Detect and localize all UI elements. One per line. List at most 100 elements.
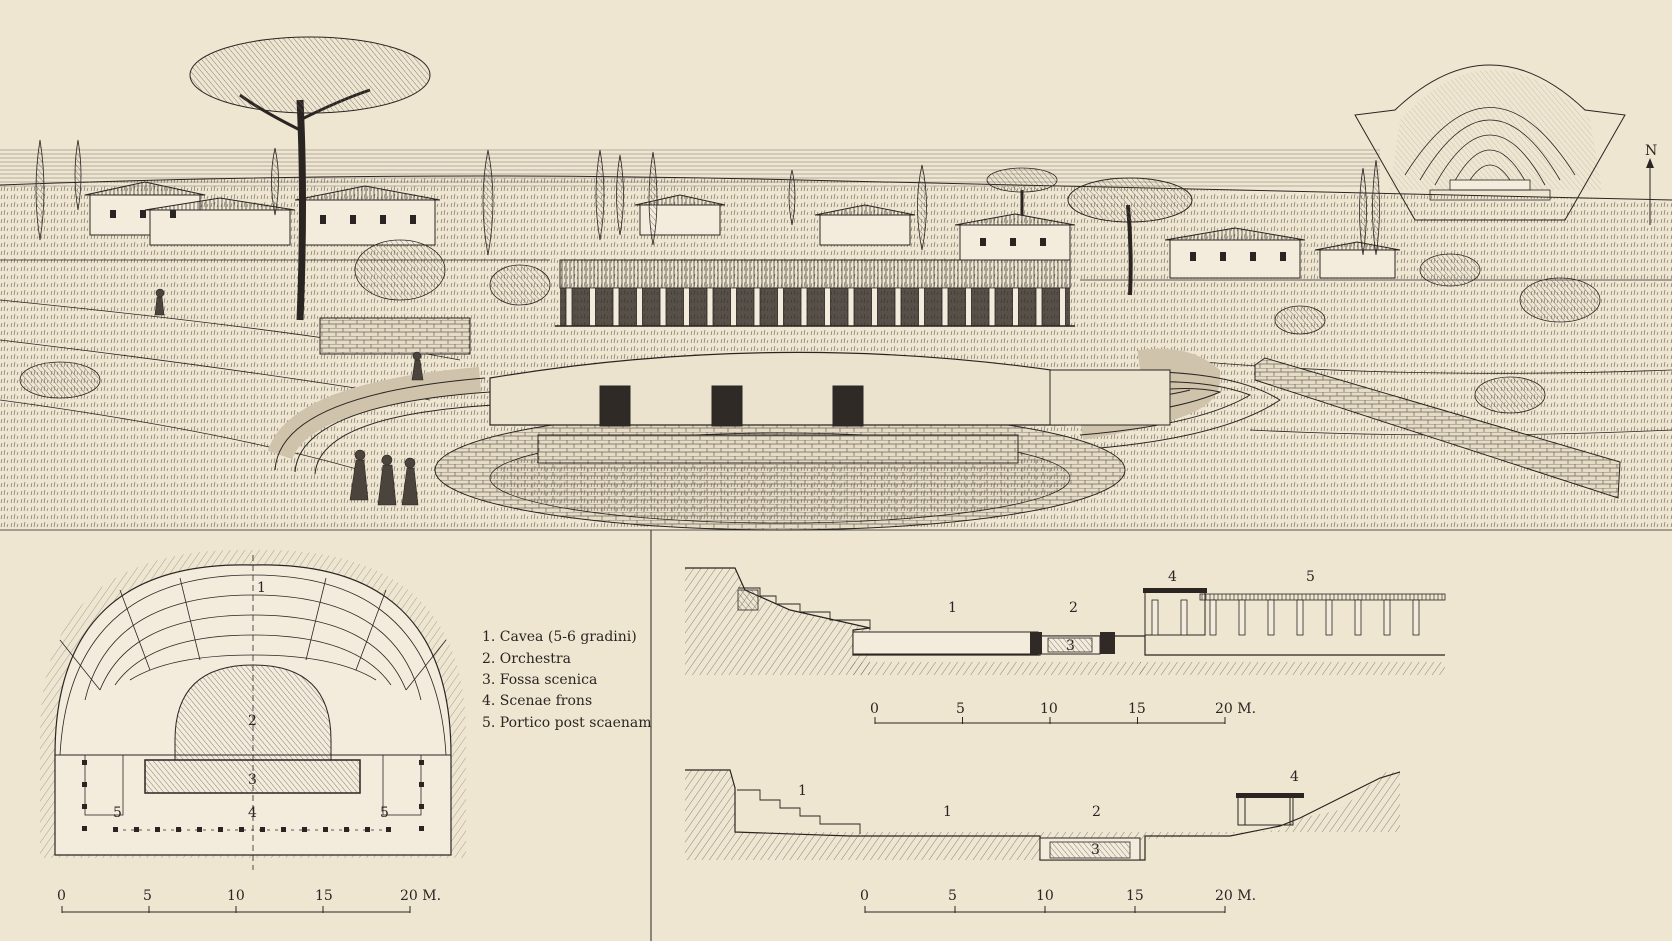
plan-scale-0: 0	[57, 888, 66, 904]
section-b-scale-bar: 0 5 10 15 20 M.	[860, 888, 1256, 913]
portico-colonnade	[555, 259, 1075, 327]
section-a-scale-bar: 0 5 10 15 20 M.	[870, 701, 1256, 724]
section-column	[1209, 599, 1217, 636]
portico-column	[847, 287, 855, 327]
plan-label-fossa: 3	[248, 772, 257, 788]
section-column	[1412, 599, 1420, 636]
legend-item-5: 5. Portico post scaenam	[482, 715, 652, 731]
plan-column	[82, 782, 87, 787]
plan-column	[419, 804, 424, 809]
section-a-label-cavea: 1	[948, 600, 957, 616]
plan-column	[155, 827, 160, 832]
section-a: 1 2 3 4 5 0 5 10 15 20 M.	[685, 567, 1446, 724]
section-b-scale-15: 15	[1126, 888, 1144, 904]
north-label: N	[1645, 143, 1657, 159]
section-column	[1151, 599, 1159, 636]
section-column	[1296, 599, 1304, 636]
fossa-scenica	[537, 434, 1019, 464]
plan-column	[281, 827, 286, 832]
portico-column	[1059, 287, 1066, 327]
theatre-plan: 1 2 3 4 5 5 0 5 10 15 20 M.	[40, 549, 466, 913]
umbrella-pine-tree-2	[986, 167, 1193, 296]
north-arrow: N	[1645, 143, 1657, 225]
cypress-trees	[35, 139, 1380, 256]
plan-column	[365, 827, 370, 832]
landscape-view	[0, 36, 1672, 531]
plan-column	[419, 782, 424, 787]
plan-column	[82, 804, 87, 809]
plan-column	[239, 827, 244, 832]
portico-column	[871, 287, 878, 327]
stone-wall-right	[1254, 357, 1621, 499]
portico-column	[800, 287, 808, 327]
plan-column	[82, 826, 87, 831]
plan-column	[113, 827, 118, 832]
section-a-scale-15: 15	[1128, 701, 1146, 717]
plan-column	[176, 827, 181, 832]
section-b-label-scenae: 4	[1290, 769, 1299, 785]
legend-item-1: 1. Cavea (5-6 gradini)	[482, 629, 637, 645]
portico-column	[1035, 287, 1043, 327]
plan-column	[344, 827, 349, 832]
section-b-label-fossa: 3	[1091, 842, 1100, 858]
section-column	[1238, 599, 1246, 636]
umbrella-pine-tree	[189, 36, 431, 321]
plan-column	[82, 760, 87, 765]
portico-column	[918, 287, 925, 327]
legend-item-2: 2. Orchestra	[482, 651, 571, 667]
section-b-scale-10: 10	[1036, 888, 1054, 904]
portico-column	[988, 287, 996, 327]
shrubs	[19, 239, 1601, 414]
plan-column	[419, 760, 424, 765]
plan-scale-bar: 0 5 10 15 20 M.	[57, 888, 441, 913]
section-a-label-scenae: 4	[1168, 569, 1177, 585]
legend-item-4: 4. Scenae frons	[482, 693, 592, 709]
portico-column	[589, 287, 596, 327]
section-column	[1325, 599, 1333, 636]
section-a-scale-0: 0	[870, 701, 879, 717]
section-b: 1 1 2 3 4 0 5 10 15 20 M.	[685, 769, 1401, 913]
portico-column	[941, 287, 949, 327]
portico-column	[824, 287, 831, 327]
portico-column	[894, 287, 902, 327]
section-column	[1267, 599, 1275, 636]
plan-label-portico-left: 5	[113, 805, 122, 821]
section-b-scale-5: 5	[948, 888, 957, 904]
portico-column	[777, 287, 784, 327]
legend-item-3: 3. Fossa scenica	[482, 672, 597, 688]
plan-column	[323, 827, 328, 832]
portico-column	[659, 287, 667, 327]
portico-column	[1012, 287, 1019, 327]
plan-label-cavea: 1	[257, 580, 266, 596]
portico-column	[612, 287, 620, 327]
section-b-label-orchestra-a: 1	[943, 804, 952, 820]
portico-column	[706, 287, 714, 327]
portico-column	[965, 287, 972, 327]
plan-column	[260, 827, 265, 832]
section-a-label-fossa: 3	[1066, 638, 1075, 654]
stone-wall	[319, 317, 471, 355]
portico-column	[730, 287, 737, 327]
section-b-label-cavea: 1	[798, 783, 807, 799]
section-column	[1354, 599, 1362, 636]
plan-scale-10: 10	[227, 888, 245, 904]
site-plan-inset: N	[1354, 64, 1657, 225]
section-a-scale-10: 10	[1040, 701, 1058, 717]
plan-column	[134, 827, 139, 832]
section-a-scale-20: 20 M.	[1215, 701, 1256, 717]
section-column	[1180, 599, 1188, 636]
legend: 1. Cavea (5-6 gradini) 2. Orchestra 3. F…	[482, 629, 652, 731]
plan-scale-15: 15	[315, 888, 333, 904]
plan-scale-5: 5	[143, 888, 152, 904]
plan-label-portico-right: 5	[380, 805, 389, 821]
plan-column	[197, 827, 202, 832]
plan-column	[218, 827, 223, 832]
plan-column	[386, 827, 391, 832]
scaenae-frons-wall	[489, 351, 1171, 427]
portico-column	[565, 287, 573, 327]
portico-column	[683, 287, 690, 327]
town	[84, 181, 1401, 279]
figures	[154, 288, 424, 506]
section-column	[1383, 599, 1391, 636]
plan-column	[419, 826, 424, 831]
